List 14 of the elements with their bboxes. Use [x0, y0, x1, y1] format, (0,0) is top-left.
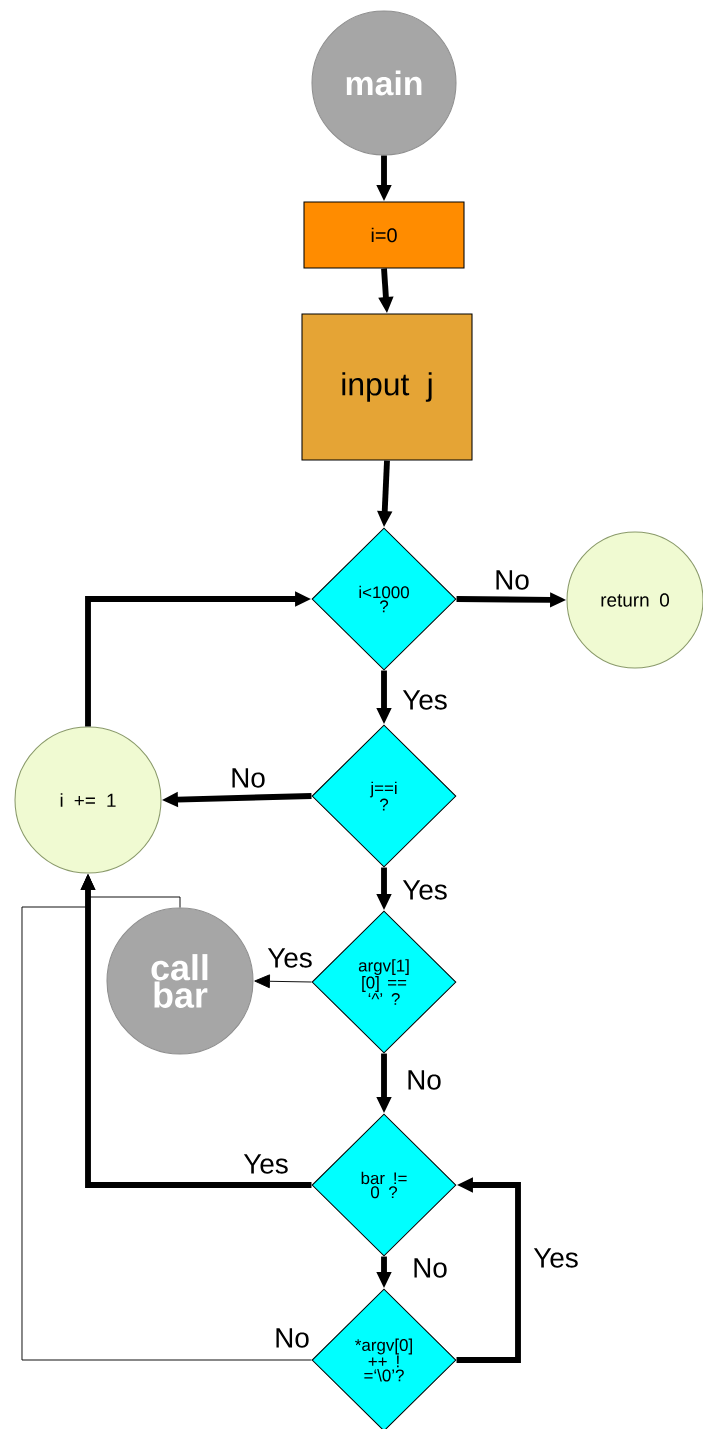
edge-label: Yes: [266, 947, 314, 969]
edge-label: Yes: [532, 1247, 580, 1269]
edge-label: No: [493, 569, 531, 591]
edge-label: Yes: [242, 1153, 290, 1175]
edge-label: Yes: [401, 689, 449, 711]
input-box: input j: [301, 313, 473, 461]
arrow: [254, 974, 312, 989]
edge-label: No: [411, 1257, 449, 1279]
process-box: i=0: [303, 201, 465, 269]
edge-label: No: [405, 1069, 443, 1091]
edge-label: No: [229, 767, 267, 789]
arrow: [21, 874, 312, 1361]
edge-label: No: [273, 1327, 311, 1349]
edge-label: Yes: [401, 879, 449, 901]
